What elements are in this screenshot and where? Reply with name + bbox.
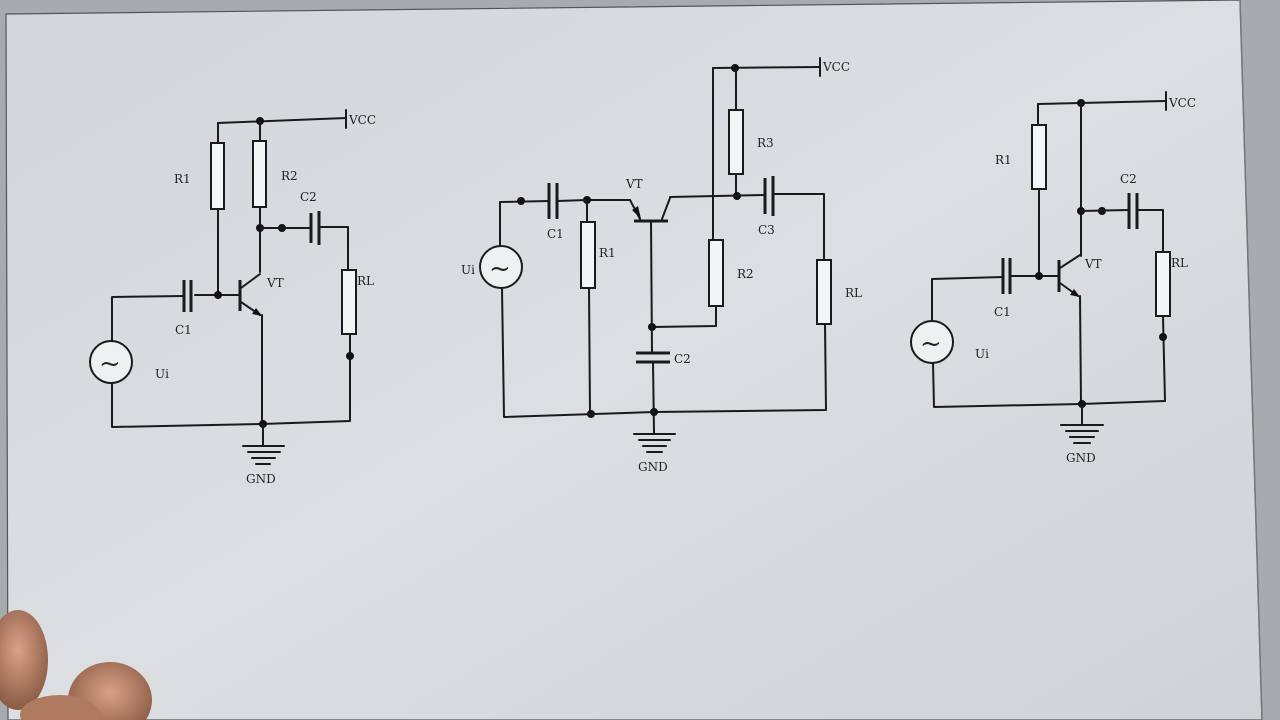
label-c3: C3: [758, 223, 775, 237]
label-c2: C2: [674, 352, 691, 366]
label-rl: RL: [845, 286, 862, 300]
label-c1: C1: [547, 227, 564, 241]
label-gnd: GND: [246, 472, 276, 486]
circuit-middle: ~ VCC R3 VT C1 R1 C3 Ui R2 RL C2 GND: [461, 57, 862, 474]
label-vt: VT: [625, 177, 643, 191]
source-symbol-icon: ~: [920, 329, 942, 359]
source-symbol-icon: ~: [99, 349, 121, 379]
circuit-right: ~ VCC R1 C2 VT RL C1 Ui GND: [910, 91, 1196, 465]
label-r1: R1: [995, 153, 1012, 167]
resistor-rl: [1155, 251, 1171, 317]
resistor-r3: [728, 109, 744, 175]
source-symbol-icon: ~: [489, 254, 511, 284]
label-ui: Ui: [975, 347, 989, 361]
label-vcc: VCC: [348, 113, 376, 127]
resistor-r1: [210, 142, 225, 210]
label-c1: C1: [994, 305, 1011, 319]
resistor-r2: [708, 239, 724, 307]
label-gnd: GND: [1066, 451, 1096, 465]
resistor-r2: [252, 140, 267, 208]
label-c2: C2: [300, 190, 317, 204]
resistor-rl: [816, 259, 832, 325]
resistor-rl: [341, 269, 357, 335]
resistor-r1: [580, 221, 596, 289]
label-r1: R1: [599, 246, 616, 260]
label-r1: R1: [174, 172, 191, 186]
label-gnd: GND: [638, 460, 668, 474]
label-rl: RL: [357, 274, 374, 288]
label-vt: VT: [266, 276, 284, 290]
label-r3: R3: [757, 136, 774, 150]
label-c1: C1: [175, 323, 192, 337]
label-c2: C2: [1120, 172, 1137, 186]
label-ui: Ui: [461, 263, 475, 277]
circuit-left: ~ VCC R1 R2 C2 RL VT C1 Ui GND: [89, 109, 376, 486]
label-ui: Ui: [155, 367, 169, 381]
label-r2: R2: [281, 169, 298, 183]
label-vcc: VCC: [1168, 96, 1196, 110]
label-r2: R2: [737, 267, 754, 281]
label-vcc: VCC: [822, 60, 850, 74]
label-rl: RL: [1171, 256, 1188, 270]
label-vt: VT: [1084, 257, 1102, 271]
resistor-r1: [1031, 124, 1047, 190]
hand: [0, 610, 152, 720]
